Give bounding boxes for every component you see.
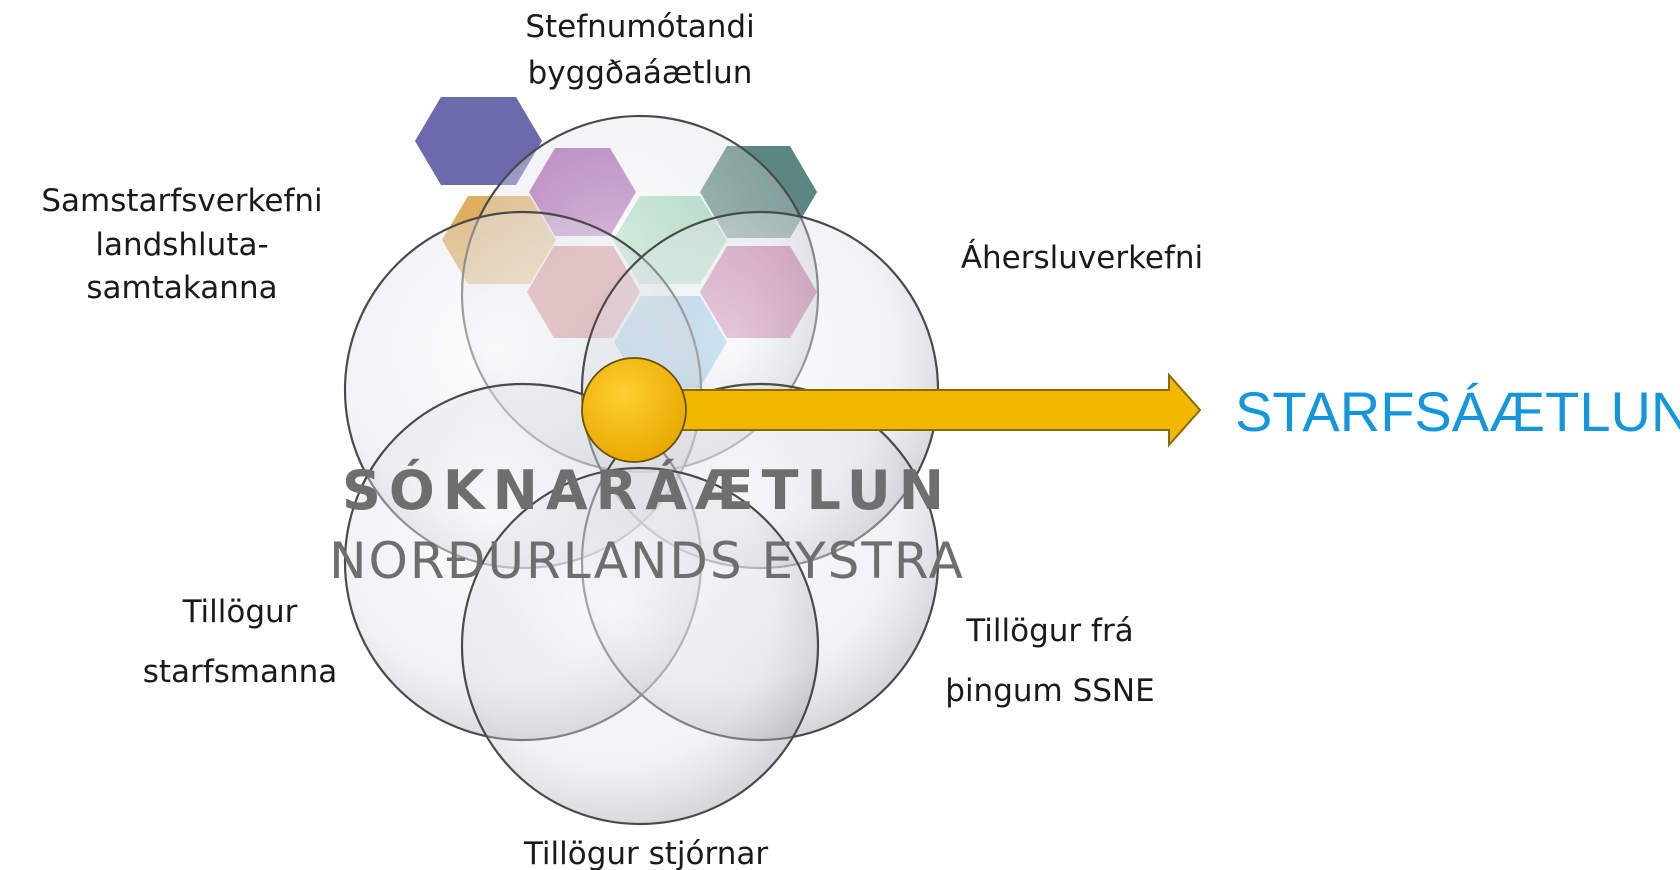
label-bottom: Tillögur stjórnar <box>523 836 768 870</box>
label-bottom-right: Tillögur frá þingum SSNE <box>945 613 1154 709</box>
label-bottom-line1: Tillögur stjórnar <box>523 836 768 870</box>
label-top-line1: Stefnumótandi <box>525 9 754 45</box>
label-top-left-line3: samtakanna <box>86 270 277 306</box>
label-bottom-right-line1: Tillögur frá <box>965 613 1133 649</box>
label-right: Áhersluverkefni <box>961 240 1203 276</box>
center-subtitle: NORÐURLANDS EYSTRA <box>329 532 965 590</box>
label-bottom-left-line1: Tillögur <box>182 594 298 630</box>
label-top-line2: byggðaáætlun <box>528 55 753 91</box>
bubble-cluster <box>343 114 940 826</box>
center-title: SÓKNARÁÆTLUN <box>342 459 952 522</box>
label-top: Stefnumótandi byggðaáætlun <box>525 9 754 91</box>
label-right-line1: Áhersluverkefni <box>961 240 1203 276</box>
hexagon-purple <box>415 97 542 185</box>
label-top-left-line2: landshluta- <box>95 227 268 263</box>
label-bottom-left: Tillögur starfsmanna <box>143 594 338 690</box>
center-logo: SÓKNARÁÆTLUN NORÐURLANDS EYSTRA <box>329 459 965 590</box>
label-bottom-left-line2: starfsmanna <box>143 654 338 690</box>
arrow-shape <box>679 372 1202 448</box>
label-top-left-line1: Samstarfsverkefni <box>41 183 322 219</box>
label-top-left: Samstarfsverkefni landshluta- samtakanna <box>41 183 322 306</box>
label-bottom-right-line2: þingum SSNE <box>945 673 1154 709</box>
output-arrow <box>679 372 1202 448</box>
output-label: STARFSÁÆTLUN <box>1235 380 1680 443</box>
bubble-bottom <box>460 466 820 826</box>
center-dot <box>581 357 687 463</box>
